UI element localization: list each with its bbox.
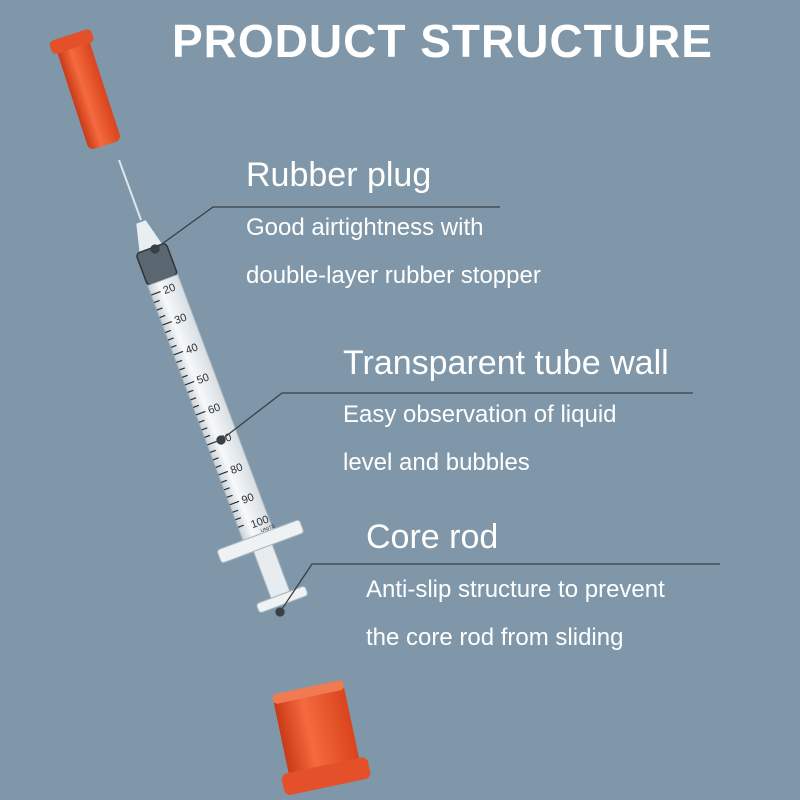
scale-label: 30 — [173, 311, 189, 327]
scale-unit: UNITS — [260, 523, 277, 534]
scale-label: 80 — [229, 461, 245, 477]
feature-title-core-rod: Core rod — [366, 518, 499, 556]
feature-description-transparent-tube-wall: Easy observation of liquid level and bub… — [343, 391, 617, 487]
feature-title-rubber-plug: Rubber plug — [246, 156, 432, 194]
scale-label: 90 — [240, 491, 256, 507]
scale-label: 50 — [195, 371, 211, 387]
feature-description-line: level and bubbles — [343, 449, 530, 476]
feature-description-core-rod: Anti-slip structure to prevent the core … — [366, 566, 665, 662]
scale-label: 40 — [184, 341, 200, 357]
scale-label: 20 — [162, 282, 178, 298]
needle — [118, 159, 142, 221]
rubber-plug — [136, 243, 177, 285]
page-title: PRODUCT STRUCTURE — [172, 15, 713, 67]
leader-line-tube-wall — [220, 392, 693, 441]
feature-description-line: double-layer rubber stopper — [246, 262, 541, 289]
scale-label: 60 — [206, 401, 222, 417]
core-rod — [252, 543, 291, 599]
feature-description-line: the core rod from sliding — [366, 624, 624, 651]
needle-cap-bottom — [272, 680, 371, 795]
syringe-body: 20 30 40 50 60 70 80 90 100 UNITS — [136, 220, 308, 613]
feature-description-line: Good airtightness with — [246, 214, 484, 241]
feature-description-rubber-plug: Good airtightness with double-layer rubb… — [246, 204, 541, 300]
feature-description-line: Easy observation of liquid — [343, 401, 617, 428]
feature-title-transparent-tube-wall: Transparent tube wall — [343, 344, 669, 382]
leader-line-rubber-plug — [154, 206, 500, 250]
leader-line-core-rod — [279, 563, 720, 613]
feature-description-line: Anti-slip structure to prevent — [366, 576, 665, 603]
needle-cap-top — [49, 29, 120, 149]
